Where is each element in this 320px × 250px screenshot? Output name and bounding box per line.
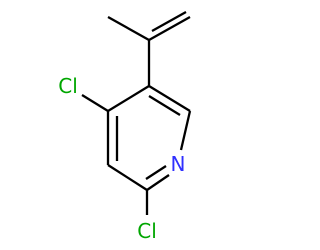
bond-n-c6 bbox=[179, 110, 192, 151]
chlorine-label-left: Cl bbox=[58, 74, 78, 98]
bond-vinyl-ch2-inner bbox=[151, 10, 187, 33]
bond-c3-c2 bbox=[107, 164, 148, 191]
bond-vinyl-ch2 bbox=[148, 15, 191, 42]
bond-c6-c5 bbox=[148, 85, 191, 112]
chlorine-label-bottom: Cl bbox=[137, 219, 157, 243]
bond-c6-c5-inner bbox=[148, 95, 181, 116]
bond-c2-n bbox=[146, 174, 170, 191]
bond-c4-cl bbox=[81, 94, 109, 112]
nitrogen-label: N bbox=[171, 152, 186, 176]
bond-c2-n-inner bbox=[145, 165, 167, 180]
bond-vinyl-methyl bbox=[107, 15, 150, 42]
bond-c5-c4 bbox=[107, 85, 150, 112]
molecule-structure: Cl N Cl bbox=[58, 10, 192, 243]
